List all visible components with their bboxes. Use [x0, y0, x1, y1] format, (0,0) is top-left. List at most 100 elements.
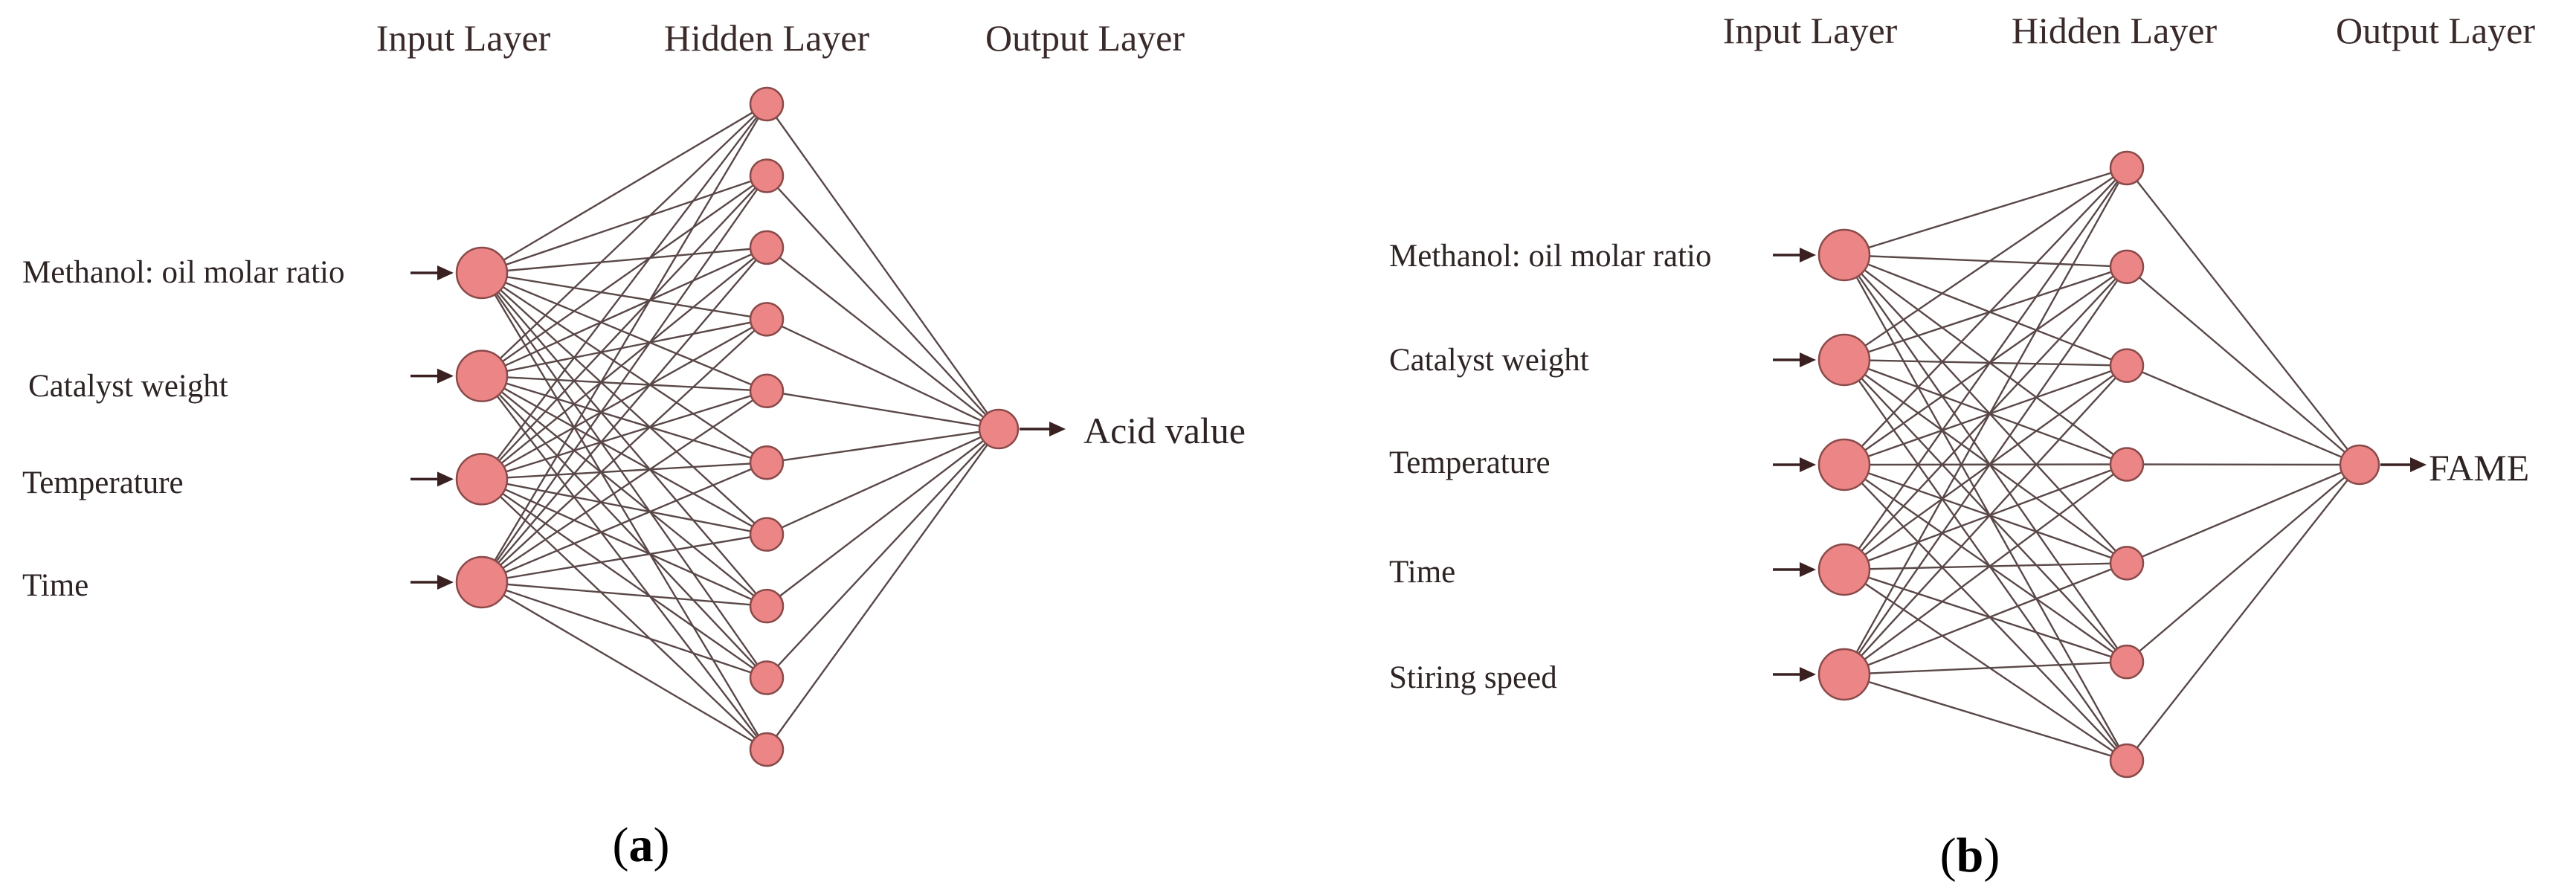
hidden-node	[749, 86, 785, 122]
connection-line	[481, 103, 767, 274]
connection-line	[766, 428, 999, 750]
hidden-node	[749, 517, 785, 552]
connection-line	[1844, 254, 2128, 564]
hidden-node	[2109, 150, 2145, 186]
connection-line	[481, 375, 767, 750]
connection-line	[1844, 359, 2128, 564]
hidden-node	[749, 445, 785, 480]
connection-line	[766, 175, 999, 430]
connection-line	[481, 375, 767, 464]
connection-line	[1844, 265, 2128, 361]
connection-line	[1844, 167, 2128, 361]
input-arrow-head	[1800, 352, 1816, 367]
output-node	[2339, 444, 2380, 486]
connection-line	[1844, 167, 2128, 570]
connection-line	[481, 175, 767, 480]
connection-line	[481, 581, 767, 679]
connection-line	[766, 428, 999, 679]
panel-b: Input Layer Hidden Layer Output Layer Me…	[1389, 10, 2535, 883]
connection-line	[1844, 358, 2128, 367]
connection-line	[481, 175, 767, 377]
connection-line	[766, 103, 999, 430]
connection-line	[766, 318, 999, 431]
connection-line	[481, 272, 767, 464]
connection-line	[766, 428, 999, 607]
connection-line	[1844, 464, 2128, 761]
input-node	[1817, 648, 1871, 701]
hidden-node	[2109, 743, 2145, 779]
connection-line	[2126, 265, 2360, 465]
connection-line	[1844, 463, 2128, 564]
panel-b-output-label: FAME	[2429, 447, 2529, 489]
output-arrow-head	[1049, 422, 1066, 436]
panel-a-connections	[480, 103, 999, 751]
connection-line	[766, 428, 999, 535]
panel-b-network	[1773, 150, 2427, 779]
connection-line	[766, 390, 999, 431]
panel-a-arrows	[410, 265, 1066, 590]
connection-line	[1844, 464, 2128, 663]
connection-line	[1844, 562, 2128, 571]
panel-b-output-layer-title: Output Layer	[2336, 10, 2535, 51]
connection-line	[1844, 359, 2128, 663]
input-arrow-head	[1800, 667, 1816, 682]
input-arrow-head	[1800, 248, 1816, 262]
connection-line	[481, 478, 767, 535]
connection-line	[481, 581, 767, 607]
panel-b-input-label: Catalyst weight	[1389, 343, 1589, 378]
connection-line	[481, 272, 767, 607]
input-arrow-head	[437, 471, 454, 487]
input-node	[455, 555, 509, 609]
input-arrow-head	[437, 265, 454, 280]
connection-line	[481, 271, 767, 392]
connection-line	[481, 175, 767, 274]
connection-line	[2126, 167, 2360, 465]
connection-line	[1844, 364, 2128, 570]
input-arrow-head	[437, 368, 454, 384]
panel-a-network	[410, 86, 1066, 767]
connection-line	[481, 318, 767, 583]
connection-line	[1844, 167, 2128, 257]
connection-line	[481, 375, 767, 392]
panel-a-input-label: Catalyst weight	[28, 369, 228, 404]
connection-line	[481, 246, 767, 480]
connection-line	[481, 272, 767, 535]
hidden-node	[749, 158, 785, 193]
connection-line	[481, 390, 767, 480]
output-arrow-head	[2410, 457, 2427, 472]
connection-line	[481, 462, 767, 584]
input-node	[455, 349, 509, 402]
connection-line	[481, 318, 767, 480]
hidden-node	[749, 660, 785, 695]
connection-line	[1844, 568, 2128, 663]
panel-a-hidden-layer-title: Hidden Layer	[664, 17, 870, 59]
connection-line	[1843, 254, 2128, 761]
connection-line	[481, 581, 767, 751]
hidden-node	[749, 588, 785, 624]
connection-line	[481, 478, 767, 607]
panel-b-input-label: Temperature	[1389, 445, 1551, 480]
connection-line	[481, 533, 767, 584]
input-arrow-head	[437, 575, 454, 590]
connection-line	[481, 246, 767, 274]
input-arrow-head	[1800, 457, 1816, 472]
output-node	[978, 408, 1020, 450]
connection-line	[1844, 358, 2128, 465]
connection-line	[481, 478, 767, 679]
hidden-node	[2109, 447, 2145, 482]
panel-b-input-label: Time	[1389, 555, 1455, 590]
panel-a-input-label: Temperature	[22, 465, 184, 500]
hidden-node	[749, 302, 785, 337]
hidden-node	[2109, 348, 2145, 383]
connection-line	[1844, 265, 2128, 465]
panel-b-nodes	[1817, 150, 2380, 779]
input-node	[1817, 438, 1871, 491]
hidden-node	[749, 230, 785, 265]
connection-line	[481, 375, 767, 535]
connection-line	[1844, 359, 2128, 761]
input-arrow-head	[1800, 562, 1816, 577]
connection-line	[480, 103, 768, 583]
input-node	[1817, 543, 1871, 596]
connection-line	[1844, 254, 2128, 268]
